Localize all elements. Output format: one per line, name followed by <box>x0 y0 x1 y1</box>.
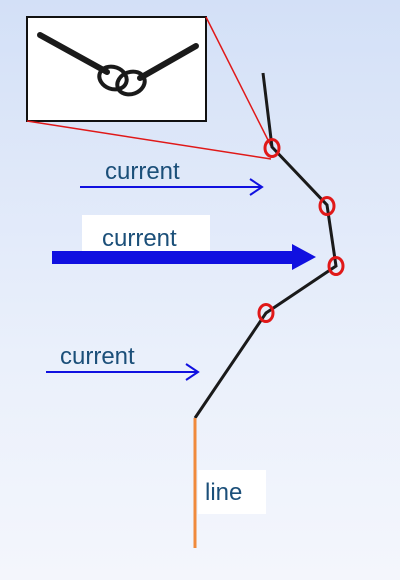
inset-pointer-lower <box>26 120 272 160</box>
current-arrow-top <box>80 178 264 196</box>
chain-line <box>193 72 338 419</box>
inset-box <box>26 16 207 122</box>
current-arrow-bottom <box>46 363 200 381</box>
label-backdrop-line <box>198 470 266 514</box>
joint-ring-4 <box>257 303 275 323</box>
current-label-bottom: current <box>60 343 135 370</box>
inset-pointer-upper <box>205 16 272 147</box>
current-label-top: current <box>105 158 180 185</box>
label-backdrop-middle <box>82 215 210 251</box>
inset-chain-link <box>37 32 199 97</box>
line-label: line <box>205 479 243 506</box>
current-label-middle: current <box>102 225 177 252</box>
current-arrow-middle <box>52 244 316 270</box>
joint-ring-3 <box>327 256 345 276</box>
joint-ring-2 <box>318 196 336 216</box>
joint-ring-1 <box>263 138 281 158</box>
